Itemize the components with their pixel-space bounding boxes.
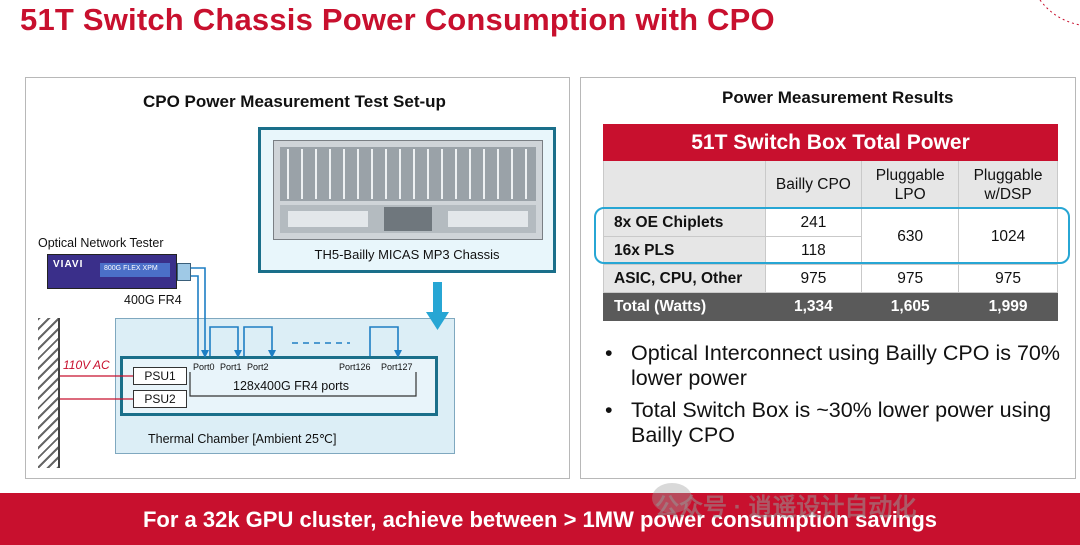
module-label: 400G FR4 xyxy=(124,293,182,307)
wiring-diagram xyxy=(60,267,449,400)
banner-text: For a 32k GPU cluster, achieve between >… xyxy=(142,507,938,532)
fr4-module xyxy=(177,263,191,281)
table-title: 51T Switch Box Total Power xyxy=(603,124,1058,161)
tester-brand: VIAVI xyxy=(53,259,84,270)
wechat-icon xyxy=(652,483,692,513)
results-heading: Power Measurement Results xyxy=(722,88,954,107)
slide-title: 51T Switch Chassis Power Consumption wit… xyxy=(20,2,775,37)
watermark: 公众号 · 逍遥设计自动化 xyxy=(655,494,917,521)
row-label: ASIC, CPU, Other xyxy=(603,264,766,293)
ground-wall xyxy=(38,318,60,468)
bullet-item: • Total Switch Box is ~30% lower power u… xyxy=(605,398,1075,448)
ports-description: 128x400G FR4 ports xyxy=(233,379,350,393)
corner-decoration xyxy=(1039,0,1080,26)
chassis-image: TH5-Bailly MICAS MP3 Chassis xyxy=(258,127,556,273)
bullet-text: Total Switch Box is ~30% lower power usi… xyxy=(631,398,1052,447)
port1-label: Port1 xyxy=(220,362,242,372)
bullet-text: Optical Interconnect using Bailly CPO is… xyxy=(631,341,1061,390)
chassis-photo xyxy=(273,140,543,240)
power-table: 51T Switch Box Total Power Bailly CPO Pl… xyxy=(603,124,1058,321)
port2-label: Port2 xyxy=(247,362,269,372)
total-row-label: Total (Watts) xyxy=(603,292,766,321)
table-corner-cell xyxy=(603,160,766,209)
bullet-dot-icon: • xyxy=(605,398,613,422)
network-tester-device: VIAVI 800G FLEX XPM xyxy=(47,254,177,289)
table-cell: 975 xyxy=(764,264,863,293)
bullet-list: • Optical Interconnect using Bailly CPO … xyxy=(605,341,1075,455)
chamber-label: Thermal Chamber [Ambient 25℃] xyxy=(148,432,337,446)
row-label: 16x PLS xyxy=(603,236,766,265)
bullet-dot-icon: • xyxy=(605,341,613,365)
port0-label: Port0 xyxy=(193,362,215,372)
column-header: Pluggable w/DSP xyxy=(958,160,1058,209)
psu2-box: PSU2 xyxy=(133,390,187,408)
total-cell: 1,605 xyxy=(861,292,960,321)
optics-highlight-box xyxy=(594,207,1070,264)
table-cell: 975 xyxy=(958,264,1058,293)
total-cell: 1,334 xyxy=(764,292,863,321)
chassis-ports-graphic xyxy=(274,141,542,239)
tester-card: 800G FLEX XPM xyxy=(100,263,170,277)
column-header: Bailly CPO xyxy=(764,160,863,209)
table-cell: 975 xyxy=(861,264,960,293)
row-label: 8x OE Chiplets xyxy=(603,208,766,237)
column-header: Pluggable LPO xyxy=(861,160,960,209)
port127-label: Port127 xyxy=(381,362,413,372)
tester-card-text: 800G FLEX XPM xyxy=(104,265,158,272)
port126-label: Port126 xyxy=(339,362,371,372)
tester-label: Optical Network Tester xyxy=(38,236,164,250)
total-cell: 1,999 xyxy=(958,292,1058,321)
test-setup-heading: CPO Power Measurement Test Set-up xyxy=(143,92,446,111)
bottom-banner: For a 32k GPU cluster, achieve between >… xyxy=(0,493,1080,545)
ac-label: 110V AC xyxy=(63,358,110,372)
bullet-item: • Optical Interconnect using Bailly CPO … xyxy=(605,341,1075,391)
psu1-box: PSU1 xyxy=(133,367,187,385)
chassis-label: TH5-Bailly MICAS MP3 Chassis xyxy=(314,247,500,262)
